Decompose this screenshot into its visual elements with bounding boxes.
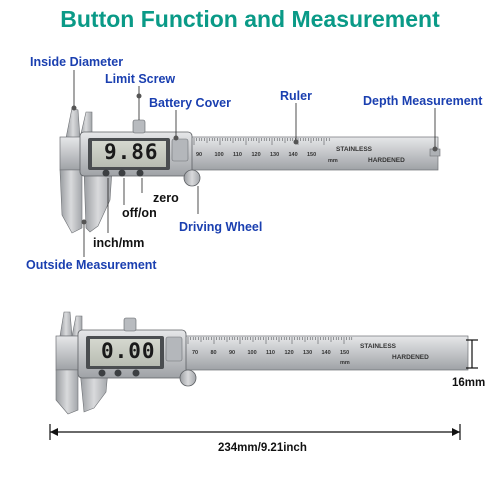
scale-number: 100 <box>214 152 224 158</box>
top-leader-dots <box>71 93 438 225</box>
scale-number: 90 <box>196 152 203 158</box>
scale-number: 130 <box>270 152 280 158</box>
bottom-lcd-readout: 0.00 <box>101 339 156 363</box>
top-outside-jaw-fixed <box>59 169 83 234</box>
scale-number: 120 <box>251 152 261 158</box>
bottom-lcd-screen <box>90 339 160 366</box>
bottom-limit-screw <box>123 317 137 332</box>
top-lcd-readout: 9.86 <box>104 140 159 164</box>
height-dimension <box>466 339 478 369</box>
label-limit-screw: Limit Screw <box>105 72 176 86</box>
bottom-stamp-line2: HARDENED <box>392 354 429 361</box>
scale-number: 120 <box>284 350 294 356</box>
scale-number: 150 <box>340 350 350 356</box>
label-driving-wheel: Driving Wheel <box>179 220 263 234</box>
label-ruler: Ruler <box>280 89 312 103</box>
scale-number: 110 <box>233 152 242 158</box>
top-driving-wheel[interactable] <box>183 169 201 187</box>
bottom-caliper <box>49 311 478 440</box>
bottom-inside-jaw-fixed <box>59 311 73 337</box>
top-lcd-screen <box>92 141 166 167</box>
label-off-on: off/on <box>122 206 157 220</box>
scale-number: 80 <box>210 350 217 356</box>
bottom-ruler-ticks <box>187 337 353 344</box>
scale-number: 140 <box>321 350 331 356</box>
top-zero-button[interactable] <box>136 169 144 177</box>
scale-number: 100 <box>247 350 257 356</box>
top-leader-lines <box>73 70 436 257</box>
label-zero: zero <box>153 191 179 205</box>
bottom-battery-cover <box>165 336 183 362</box>
bottom-driving-wheel[interactable] <box>179 369 197 387</box>
length-dimension-label: 234mm/9.21inch <box>218 442 307 454</box>
label-outside-measurement: Outside Measurement <box>26 258 157 272</box>
scale-number: 90 <box>229 350 236 356</box>
label-depth-measurement: Depth Measurement <box>363 94 483 108</box>
top-stamp-line2: HARDENED <box>368 157 405 164</box>
top-scale-unit: mm <box>328 158 338 164</box>
top-limit-screw <box>132 119 146 134</box>
top-inch-mm-button[interactable] <box>102 169 110 177</box>
scale-number: 110 <box>266 350 275 356</box>
top-ruler-ticks <box>193 138 330 145</box>
page-title: Button Function and Measurement <box>60 6 440 32</box>
scale-number: 70 <box>192 350 199 356</box>
label-inside-diameter: Inside Diameter <box>30 55 124 69</box>
bottom-off-on-button[interactable] <box>114 369 122 377</box>
length-dimension <box>49 424 461 440</box>
label-inch-mm: inch/mm <box>93 236 145 250</box>
height-dimension-label: 16mm <box>452 377 486 389</box>
scale-number: 130 <box>303 350 313 356</box>
scale-number: 140 <box>288 152 298 158</box>
label-battery-cover: Battery Cover <box>149 96 231 110</box>
top-battery-cover <box>171 138 189 162</box>
bottom-stamp-line1: STAINLESS <box>360 343 396 350</box>
bottom-outside-jaw-fixed <box>55 369 79 415</box>
bottom-inch-mm-button[interactable] <box>98 369 106 377</box>
scale-number: 150 <box>307 152 317 158</box>
top-off-on-button[interactable] <box>118 169 126 177</box>
top-stamp-line1: STAINLESS <box>336 146 372 153</box>
top-inside-jaw-fixed <box>65 107 81 139</box>
top-caliper <box>59 70 441 257</box>
bottom-zero-button[interactable] <box>132 369 140 377</box>
bottom-scale-unit: mm <box>340 360 350 366</box>
